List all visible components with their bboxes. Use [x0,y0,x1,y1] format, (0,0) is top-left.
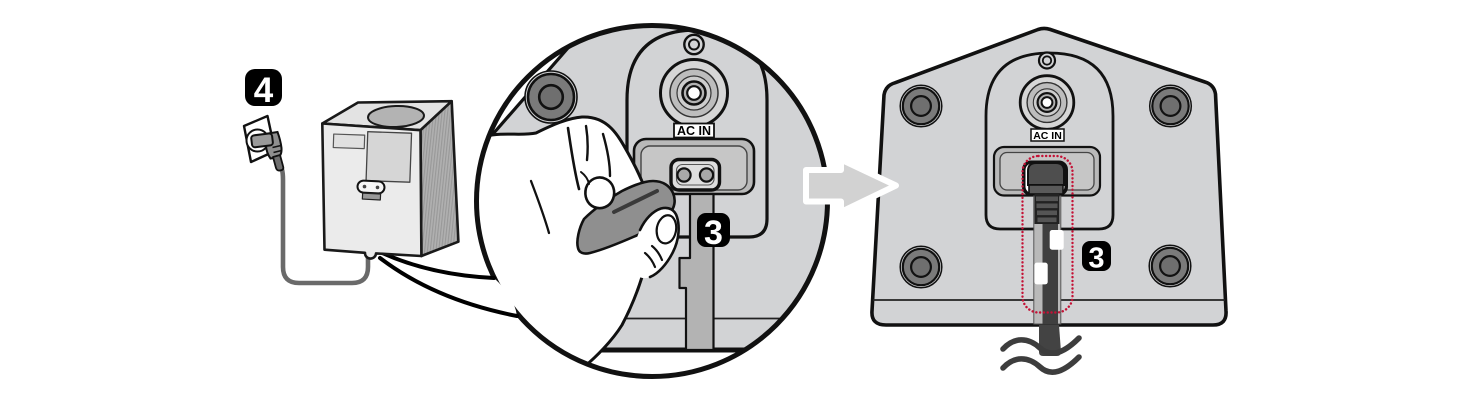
svg-text:3: 3 [704,214,723,252]
svg-text:4: 4 [254,71,274,110]
svg-text:3: 3 [1088,243,1104,275]
svg-text:AC IN: AC IN [1033,130,1062,142]
svg-text:AC IN: AC IN [677,124,711,138]
